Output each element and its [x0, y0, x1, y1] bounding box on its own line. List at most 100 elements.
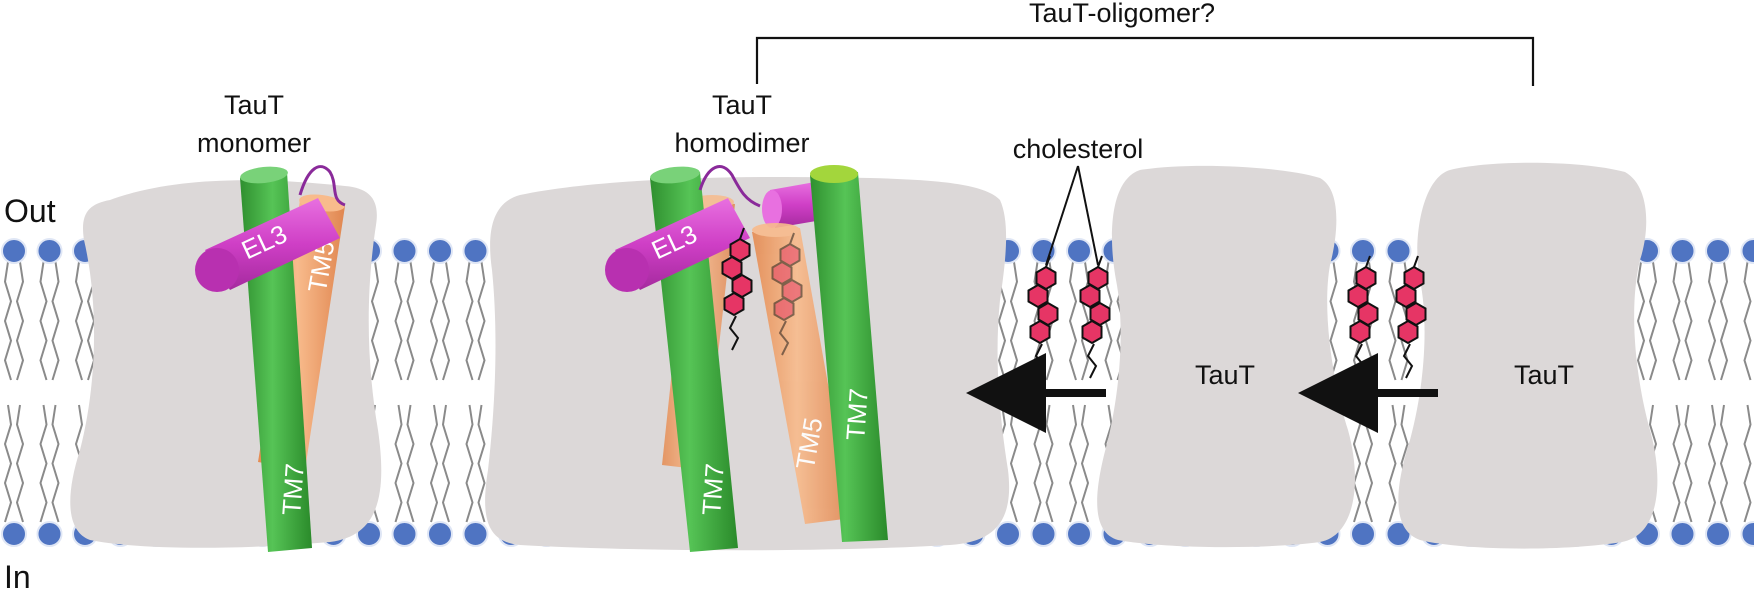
- text-labels: Out In TauT monomer TauT homodimer chole…: [4, 0, 1574, 592]
- lipid-head-bottom: [1669, 521, 1696, 547]
- cholesterol-molecule: [771, 232, 803, 356]
- lipid-tail: [1352, 404, 1362, 523]
- lipid-tail: [74, 261, 84, 381]
- lipid-tail: [15, 404, 25, 523]
- lipid-tail: [1045, 404, 1054, 523]
- homodimer-label-line2: homodimer: [674, 128, 809, 158]
- lipid-tail: [1684, 404, 1693, 523]
- loop-monomer: [298, 165, 346, 207]
- tm7-helix-homodimer-right: TM7: [810, 165, 888, 542]
- lipid-head-top: [1740, 238, 1754, 264]
- lipid-tail: [1388, 404, 1397, 523]
- lipid-tail: [1743, 404, 1752, 523]
- in-label: In: [4, 559, 31, 592]
- oligomer-label: TauT-oligomer?: [1029, 0, 1215, 28]
- lipid-head-bottom: [36, 521, 63, 547]
- lipid-tail: [1743, 261, 1752, 381]
- lipid-head-bottom: [1, 521, 27, 547]
- lipid-head-bottom: [462, 521, 489, 547]
- lipid-head-bottom: [995, 521, 1021, 547]
- lipid-tail: [1068, 404, 1078, 523]
- lipid-head-bottom: [391, 521, 418, 547]
- tm7-label-monomer: TM7: [276, 462, 310, 516]
- lipid-tail: [441, 404, 451, 523]
- lipid-tail: [1636, 261, 1646, 381]
- cholesterol-molecule: [1395, 255, 1427, 379]
- lipid-tail: [15, 261, 25, 381]
- lipid-tail: [370, 261, 380, 381]
- lipid-tail: [1719, 261, 1729, 381]
- lipid-tail: [39, 404, 48, 523]
- lipid-tail: [465, 261, 474, 381]
- lipid-tail: [3, 404, 13, 523]
- cholesterol-label: cholesterol: [1013, 134, 1144, 164]
- lipid-head-top: [391, 238, 418, 264]
- cholesterol-pointer-lines: [1045, 165, 1099, 266]
- loop-homodimer: [698, 165, 761, 208]
- lipid-head-top: [1385, 238, 1412, 264]
- homodimer-label-line1: TauT: [712, 90, 772, 120]
- taut-a-body: [1097, 165, 1355, 548]
- lipid-head-bottom: [427, 521, 453, 547]
- cholesterol-molecule: [1027, 255, 1059, 379]
- el3-helix-homodimer-right: [762, 182, 822, 228]
- lipid-tail: [477, 404, 486, 523]
- lipid-tail: [406, 261, 415, 381]
- lipid-head-top: [1705, 238, 1731, 264]
- lipid-head-top: [1, 238, 27, 264]
- taut-b-label: TauT: [1514, 360, 1574, 390]
- lipid-tail: [1684, 261, 1693, 381]
- taut-a-label: TauT: [1195, 360, 1255, 390]
- tm7-label-homodimer-left: TM7: [696, 462, 730, 516]
- lipid-tail: [1009, 404, 1019, 523]
- lipid-tail: [477, 261, 486, 381]
- lipid-tail: [1707, 404, 1717, 523]
- taut-b-body: [1398, 162, 1658, 549]
- lipid-head-bottom: [356, 521, 382, 547]
- el3-helix-monomer: EL3: [195, 198, 340, 292]
- lipid-tail: [39, 261, 48, 381]
- el3-helix-homodimer-left: EL3: [605, 198, 750, 292]
- lipid-tail: [51, 404, 60, 523]
- lipid-head-bottom: [1350, 521, 1376, 547]
- lipid-tail: [1672, 404, 1681, 523]
- monomer-label-line1: TauT: [224, 90, 284, 120]
- lipid-head-top: [36, 238, 63, 264]
- oligomer-bracket: [755, 36, 1535, 86]
- lipid-tail: [394, 261, 403, 381]
- monomer-label-line2: monomer: [197, 128, 311, 158]
- lipid-tail: [1388, 261, 1397, 381]
- lipid-tail: [1364, 404, 1374, 523]
- lipid-head-bottom: [1066, 521, 1092, 547]
- tm7-label-homodimer-right: TM7: [840, 387, 874, 441]
- lipid-tail: [51, 261, 60, 381]
- lipid-head-top: [1066, 238, 1092, 264]
- lipid-head-bottom: [1705, 521, 1731, 547]
- lipid-tail: [1009, 261, 1019, 381]
- out-label: Out: [4, 193, 56, 229]
- lipid-tail: [465, 404, 474, 523]
- cholesterol-molecule: [1347, 255, 1379, 379]
- lipid-head-top: [1669, 238, 1696, 264]
- cholesterol-molecule: [1079, 255, 1111, 379]
- lipid-head-top: [462, 238, 489, 264]
- lipid-tail: [1080, 404, 1090, 523]
- lipid-head-bottom: [1030, 521, 1057, 547]
- lipid-head-top: [427, 238, 453, 264]
- cholesterol-molecule: [721, 227, 753, 351]
- lipid-tail: [406, 404, 415, 523]
- cholesterol-molecules: [721, 227, 1427, 379]
- lipid-tail: [394, 404, 403, 523]
- lipid-tail: [3, 261, 13, 381]
- lipid-tail: [1707, 261, 1717, 381]
- lipid-tail: [441, 261, 451, 381]
- lipid-tail: [1068, 261, 1078, 381]
- lipid-tail: [1080, 261, 1090, 381]
- lipid-head-bottom: [1740, 521, 1754, 547]
- lipid-tail: [429, 404, 439, 523]
- monomer-helices: TM5 TM7 EL3: [195, 165, 346, 552]
- lipid-head-top: [1030, 238, 1057, 264]
- lipid-tail: [1033, 404, 1042, 523]
- lipid-head-top: [1350, 238, 1376, 264]
